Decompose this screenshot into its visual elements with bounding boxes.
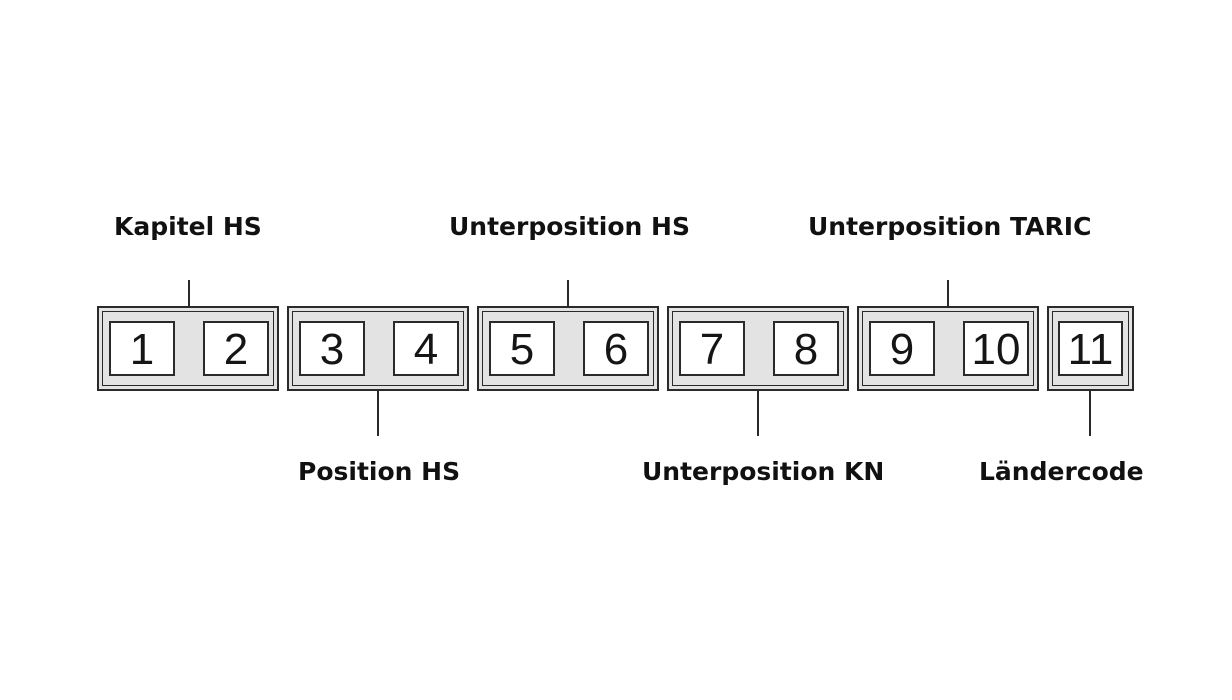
digit-box-7: 7 — [679, 321, 745, 376]
label-unterposition-taric: Unterposition TARIC — [808, 212, 1092, 241]
code-group-1: 1 2 — [97, 306, 279, 391]
digit-box-10: 10 — [963, 321, 1029, 376]
label-unterposition-hs: Unterposition HS — [449, 212, 690, 241]
connector-unterposition-taric — [947, 280, 949, 306]
label-unterposition-kn: Unterposition KN — [642, 457, 885, 486]
code-group-3: 5 6 — [477, 306, 659, 391]
digit-box-9: 9 — [869, 321, 935, 376]
code-group-4: 7 8 — [667, 306, 849, 391]
connector-unterposition-hs — [567, 280, 569, 306]
digit-box-6: 6 — [583, 321, 649, 376]
connector-kapitel-hs — [188, 280, 190, 306]
digit-box-8: 8 — [773, 321, 839, 376]
digit-box-3: 3 — [299, 321, 365, 376]
code-group-2: 3 4 — [287, 306, 469, 391]
label-position-hs: Position HS — [298, 457, 461, 486]
digit-box-2: 2 — [203, 321, 269, 376]
connector-position-hs — [377, 391, 379, 436]
digit-box-1: 1 — [109, 321, 175, 376]
label-kapitel-hs: Kapitel HS — [114, 212, 262, 241]
digit-box-11: 11 — [1058, 321, 1123, 376]
connector-unterposition-kn — [757, 391, 759, 436]
code-group-6: 11 — [1047, 306, 1134, 391]
code-group-5: 9 10 — [857, 306, 1039, 391]
digit-box-5: 5 — [489, 321, 555, 376]
connector-laendercode — [1089, 391, 1091, 436]
label-laendercode: Ländercode — [979, 457, 1144, 486]
digit-box-4: 4 — [393, 321, 459, 376]
